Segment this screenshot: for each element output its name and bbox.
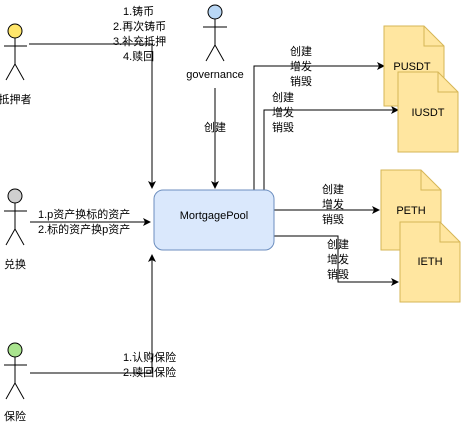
- edge-pledger-to-pool: [29, 43, 156, 189]
- exchange-edge-line: 2.标的资产换p资产: [38, 222, 130, 236]
- ieth-edge-line: 销毁: [327, 267, 349, 281]
- exchange-edge-labels: 1.p资产换标的资产 2.标的资产换p资产: [38, 207, 130, 236]
- peth-edge-line: 增发: [322, 197, 344, 211]
- ieth-edge-line: 增发: [327, 252, 349, 266]
- actor-insurance: [4, 342, 27, 400]
- pledger-edge-labels: 1.铸币 2.再次铸币 3.补充抵押 4.赎回: [113, 4, 166, 63]
- edge-pool-to-ieth: [274, 235, 399, 286]
- pusdt-edge-line: 销毁: [290, 74, 312, 88]
- actor-pledger-label: 抵押者: [0, 92, 32, 106]
- peth-label: PETH: [396, 205, 425, 217]
- iusdt-edge-line: 销毁: [272, 120, 294, 134]
- peth-edge-line: 创建: [322, 182, 344, 196]
- edge-pool-to-iusdt: [263, 106, 399, 190]
- ieth-edge-line: 创建: [327, 237, 349, 251]
- actor-insurance-label: 保险: [4, 409, 26, 422]
- insurance-edge-line: 1.认购保险: [123, 350, 176, 364]
- pledger-edge-line: 1.铸币: [123, 4, 154, 18]
- peth-edge-labels: 创建 增发 销毁: [322, 182, 344, 226]
- pledger-edge-line: 2.再次铸币: [113, 19, 166, 33]
- pusdt-edge-line: 创建: [290, 44, 312, 58]
- doc-ieth: [399, 221, 461, 303]
- actor-governance-label: governance: [186, 69, 244, 81]
- insurance-edge-labels: 1.认购保险 2.赎回保险: [123, 350, 176, 379]
- doc-iusdt: [397, 71, 459, 153]
- exchange-edge-line: 1.p资产换标的资产: [38, 207, 130, 221]
- edge-insurance-to-pool: [30, 254, 156, 374]
- iusdt-edge-labels: 创建 增发 销毁: [272, 90, 294, 134]
- actor-exchange: [4, 188, 27, 246]
- insurance-edge-line: 2.赎回保险: [123, 365, 176, 379]
- peth-edge-line: 销毁: [322, 212, 344, 226]
- mortgage-pool-box: [153, 189, 275, 251]
- actor-governance: [203, 4, 227, 62]
- mortgage-pool-label: MortgagePool: [180, 210, 249, 222]
- iusdt-edge-line: 增发: [272, 105, 294, 119]
- ieth-edge-labels: 创建 增发 销毁: [327, 237, 349, 281]
- governance-edge-label: 创建: [204, 120, 226, 134]
- pusdt-edge-line: 增发: [290, 59, 312, 73]
- actor-exchange-label: 兑换: [4, 257, 26, 271]
- edge-pool-to-pusdt: [253, 62, 385, 190]
- iusdt-label: IUSDT: [412, 107, 445, 119]
- actor-pledger: [4, 23, 27, 81]
- pusdt-label: PUSDT: [393, 61, 431, 73]
- pledger-edge-line: 4.赎回: [123, 49, 154, 63]
- pusdt-edge-labels: 创建 增发 销毁: [290, 44, 312, 88]
- iusdt-edge-line: 创建: [272, 90, 294, 104]
- pledger-edge-line: 3.补充抵押: [113, 34, 166, 48]
- ieth-label: IETH: [417, 256, 442, 268]
